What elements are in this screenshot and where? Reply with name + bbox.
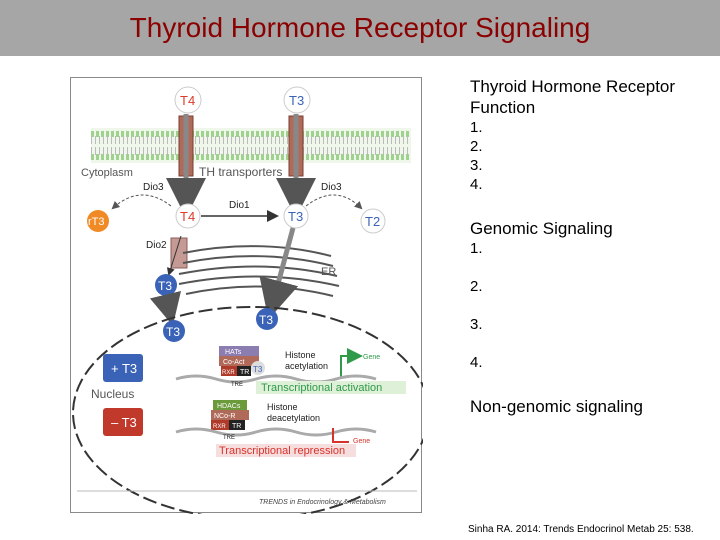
repression-band [216, 444, 356, 457]
svg-text:T3: T3 [259, 313, 273, 327]
thyroid-signaling-figure: T4 T3 Cytoplasm TH transporters Dio3 Dio… [70, 77, 423, 514]
genomic-item-3: 3. [470, 316, 483, 333]
transcriptional-activation-label: Transcriptional activation [261, 382, 382, 394]
dio2-label: Dio2 [146, 240, 167, 251]
minus-t3-box: – T3 [103, 408, 143, 436]
svg-text:T4: T4 [180, 93, 195, 108]
function-item-4: 4. [470, 176, 483, 193]
t2-molecule: T2 [360, 208, 386, 234]
genomic-item-4: 4. [470, 354, 483, 371]
function-item-1: 1. [470, 119, 483, 136]
svg-text:HATs: HATs [225, 349, 242, 356]
genomic-heading: Genomic Signaling [470, 219, 613, 238]
t3-nucleus-left: T3 [163, 320, 185, 342]
transcriptional-repression-label: Transcriptional repression [219, 445, 345, 457]
nongenomic-section: Non-genomic signaling [470, 396, 643, 417]
histone-acetylation-line2: acetylation [285, 361, 328, 371]
svg-text:RXR: RXR [222, 370, 235, 376]
genomic-section: Genomic Signaling 1. 2. 3. 4. [470, 218, 613, 372]
er-label: ER [321, 266, 336, 278]
svg-text:Co-Act: Co-Act [223, 359, 244, 366]
svg-text:T3: T3 [288, 209, 303, 224]
svg-text:TR: TR [232, 423, 241, 430]
nongenomic-heading: Non-genomic signaling [470, 397, 643, 416]
slide-title: Thyroid Hormone Receptor Signaling [129, 12, 591, 43]
t3-nucleus-right: T3 [256, 308, 278, 330]
plus-t3-box: + T3 [103, 354, 143, 382]
dio3-right-label: Dio3 [321, 182, 342, 193]
rt3-molecule: rT3 [87, 210, 109, 232]
function-heading-line1: Thyroid Hormone Receptor [470, 77, 676, 96]
svg-text:+ T3: + T3 [111, 361, 137, 376]
tre-label-repressed: TRE [223, 435, 235, 441]
figure-svg: T4 T3 Cytoplasm TH transporters Dio3 Dio… [72, 86, 423, 514]
endoplasmic-reticulum [178, 245, 340, 297]
function-heading-line2: Function [470, 98, 536, 117]
dna-repressed [175, 427, 377, 437]
genomic-item-1: 1. [470, 240, 483, 257]
t3-cytoplasm: T3 [283, 203, 309, 229]
svg-text:T4: T4 [180, 209, 195, 224]
t4-outside: T4 [174, 86, 202, 114]
title-bar [0, 0, 720, 56]
svg-text:T3: T3 [253, 365, 263, 374]
gene-label-repressed: Gene [353, 438, 370, 445]
svg-text:T3: T3 [158, 279, 172, 293]
dio3-left-label: Dio3 [143, 182, 164, 193]
t4-cytoplasm: T4 [175, 203, 201, 229]
svg-text:T2: T2 [365, 214, 380, 229]
th-transporters-label: TH transporters [199, 165, 282, 179]
repression-complex: HDACs NCo-R RXR TR [211, 400, 249, 430]
svg-text:– T3: – T3 [111, 415, 137, 430]
dio1-label: Dio1 [229, 200, 250, 211]
svg-text:HDACs: HDACs [217, 403, 241, 410]
journal-label: TRENDS in Endocrinology & Metabolism [259, 499, 386, 506]
svg-text:rT3: rT3 [88, 216, 105, 228]
gene-label-active: Gene [363, 354, 380, 361]
function-item-3: 3. [470, 157, 483, 174]
svg-text:T3: T3 [166, 325, 180, 339]
t3-outside: T3 [283, 86, 311, 114]
svg-text:RXR: RXR [213, 424, 226, 430]
histone-acetylation-line1: Histone [285, 350, 316, 360]
histone-deacetylation-line2: deacetylation [267, 413, 320, 423]
cytoplasm-label: Cytoplasm [81, 167, 133, 179]
svg-text:TR: TR [240, 369, 249, 376]
cell-membrane [91, 128, 411, 163]
citation: Sinha RA. 2014: Trends Endocrinol Metab … [468, 524, 694, 535]
tre-label-active: TRE [231, 382, 243, 388]
svg-text:T3: T3 [289, 93, 304, 108]
function-section: Thyroid Hormone Receptor Function 1. 2. … [470, 76, 675, 194]
histone-deacetylation-line1: Histone [267, 402, 298, 412]
function-item-2: 2. [470, 138, 483, 155]
genomic-item-2: 2. [470, 278, 483, 295]
dna-active [175, 374, 377, 384]
activation-band [256, 381, 406, 394]
svg-text:NCo-R: NCo-R [214, 413, 235, 420]
repression-symbol [332, 428, 349, 443]
activation-complex: HATs Co-Act RXR TR T3 [219, 346, 265, 376]
nucleus-label: Nucleus [91, 387, 134, 401]
t3-from-dio2: T3 [155, 274, 177, 296]
